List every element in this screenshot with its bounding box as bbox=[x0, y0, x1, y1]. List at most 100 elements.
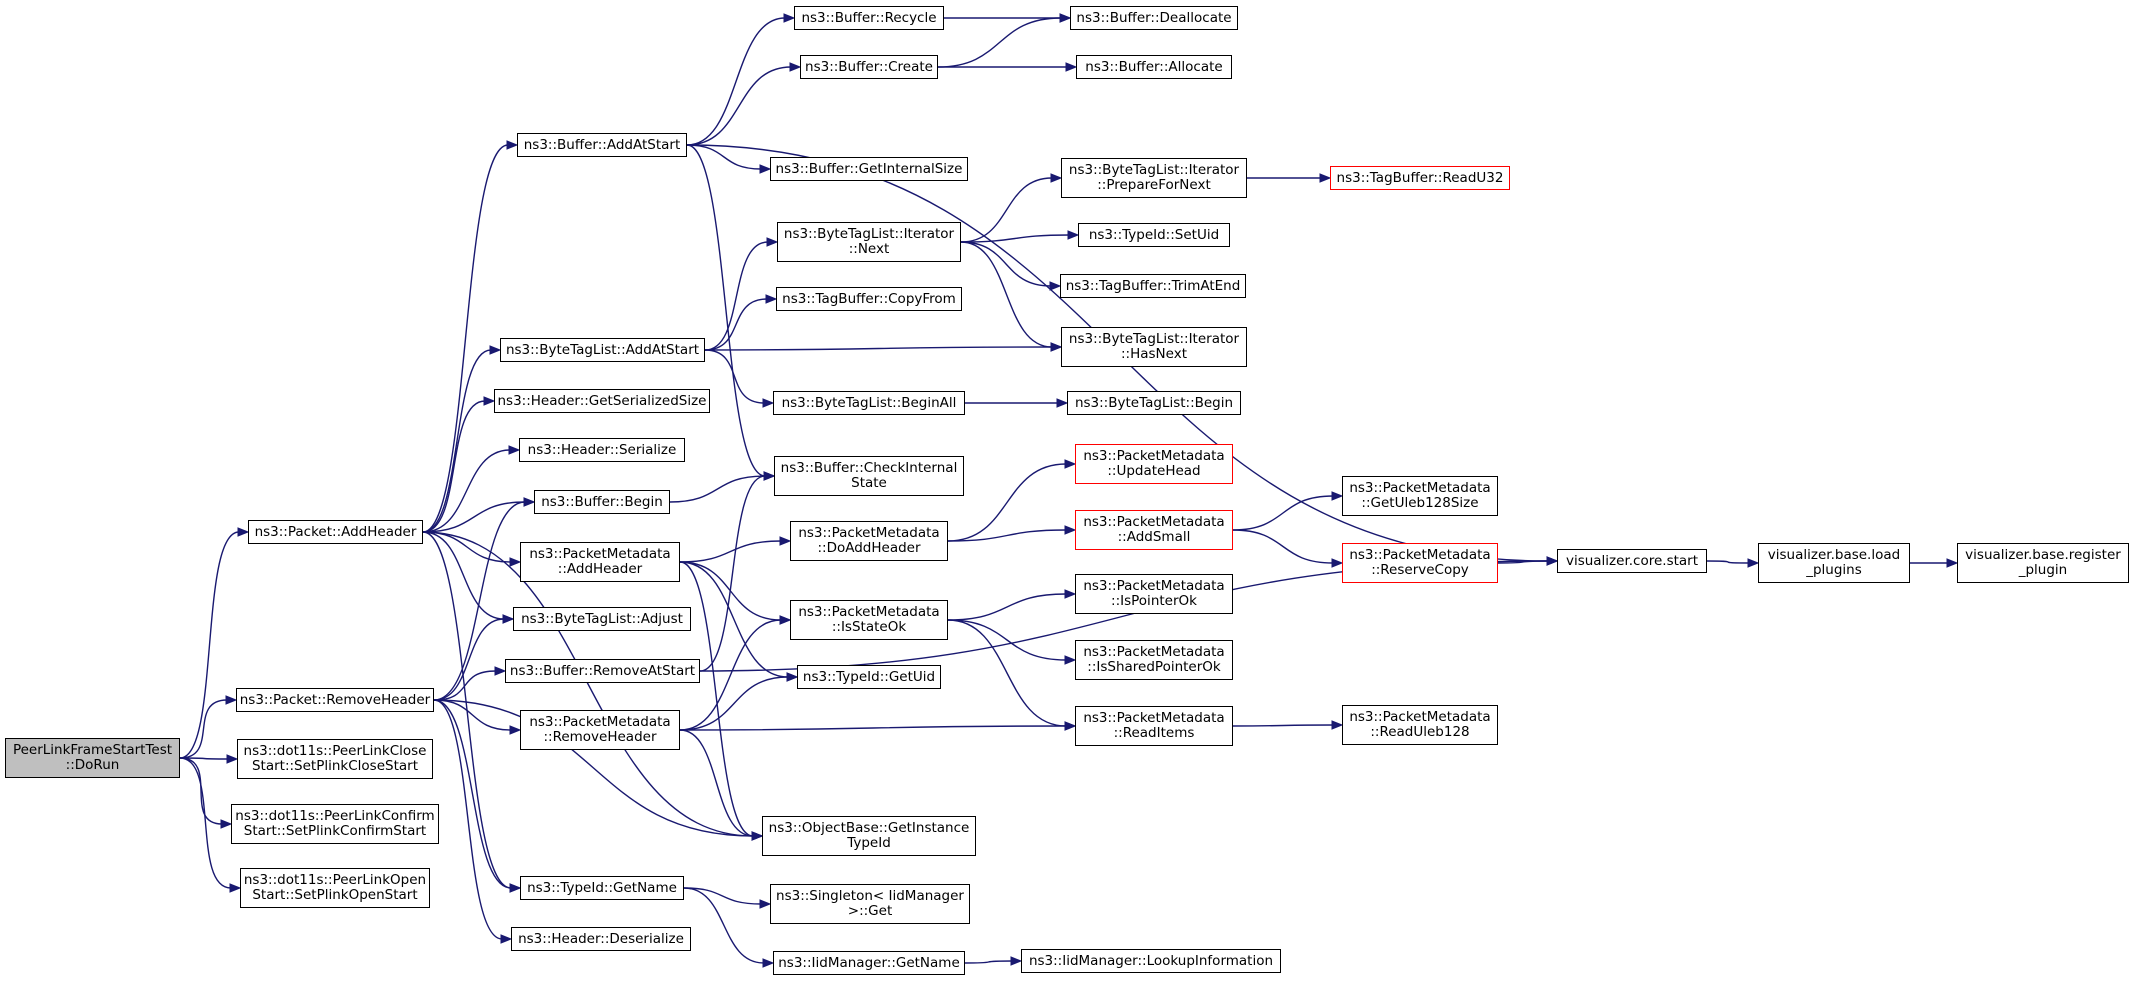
edge-arrowhead bbox=[508, 445, 521, 455]
edge-arrowhead bbox=[766, 237, 779, 247]
node-pm-readitems[interactable]: ns3::PacketMetadata ::ReadItems bbox=[1075, 706, 1233, 746]
node-btl-it-next[interactable]: ns3::ByteTagList::Iterator ::Next bbox=[777, 222, 961, 262]
edge-pk_addheader-to-buf_addatstart bbox=[422, 144, 509, 533]
edge-buf_addatstart-to-buf_recycle bbox=[686, 17, 786, 146]
edge-arrowhead bbox=[509, 557, 522, 567]
node-typeid-setuid[interactable]: ns3::TypeId::SetUid bbox=[1078, 223, 1230, 247]
edge-arrowhead bbox=[759, 899, 772, 909]
node-pm-reservecopy[interactable]: ns3::PacketMetadata ::ReserveCopy bbox=[1342, 543, 1498, 583]
edge-arrowhead bbox=[1747, 558, 1760, 568]
node-btl-it-prepare[interactable]: ns3::ByteTagList::Iterator ::PrepareForN… bbox=[1061, 158, 1247, 198]
node-pm-addheader[interactable]: ns3::PacketMetadata ::AddHeader bbox=[520, 542, 680, 582]
edge-pk_addheader-to-buf_begin bbox=[422, 501, 526, 533]
edge-arrowhead bbox=[229, 883, 242, 893]
edge-arrowhead bbox=[509, 883, 522, 893]
node-confirm[interactable]: ns3::dot11s::PeerLinkConfirm Start::SetP… bbox=[231, 804, 439, 844]
node-buf-create[interactable]: ns3::Buffer::Create bbox=[800, 55, 938, 79]
node-pm-isstateok[interactable]: ns3::PacketMetadata ::IsStateOk bbox=[790, 600, 948, 640]
edge-arrowhead bbox=[1331, 720, 1344, 730]
edge-iid_getname-to-iid_lookup bbox=[964, 960, 1013, 964]
edge-arrowhead bbox=[226, 754, 239, 764]
edge-pk_addheader-to-objbase_gettypeid bbox=[422, 531, 754, 837]
node-buf-removeatstart[interactable]: ns3::Buffer::RemoveAtStart bbox=[505, 659, 700, 683]
node-tagbuf-copyfrom[interactable]: ns3::TagBuffer::CopyFrom bbox=[776, 287, 962, 311]
node-buf-recycle[interactable]: ns3::Buffer::Recycle bbox=[794, 6, 944, 30]
node-buf-allocate[interactable]: ns3::Buffer::Allocate bbox=[1076, 55, 1232, 79]
node-open[interactable]: ns3::dot11s::PeerLinkOpen Start::SetPlin… bbox=[240, 868, 430, 908]
edge-btl_addatstart-to-btl_it_hasnext bbox=[704, 346, 1053, 351]
node-vis-core-start[interactable]: visualizer.core.start bbox=[1557, 549, 1707, 573]
edge-pm_reservecopy-to-vis_core_start bbox=[1497, 560, 1549, 564]
edge-arrowhead bbox=[1331, 558, 1344, 568]
node-pm-updatehead[interactable]: ns3::PacketMetadata ::UpdateHead bbox=[1075, 444, 1233, 484]
edge-arrowhead bbox=[786, 672, 799, 682]
edge-typeid_getname-to-iid_getname bbox=[683, 887, 765, 964]
node-buf-begin[interactable]: ns3::Buffer::Begin bbox=[534, 490, 670, 514]
node-pm-addsmall[interactable]: ns3::PacketMetadata ::AddSmall bbox=[1075, 510, 1233, 550]
edge-buf_create-to-buf_deallocate bbox=[937, 17, 1062, 68]
edge-pm_addheader-to-pm_doaddheader bbox=[679, 540, 782, 563]
node-vis-load[interactable]: visualizer.base.load _plugins bbox=[1758, 543, 1910, 583]
edge-btl_it_next-to-btl_it_prepare bbox=[960, 177, 1053, 243]
edge-root-to-open bbox=[179, 757, 232, 889]
node-pm-getuleb[interactable]: ns3::PacketMetadata ::GetUleb128Size bbox=[1342, 476, 1498, 516]
node-buf-getinternalsize[interactable]: ns3::Buffer::GetInternalSize bbox=[770, 157, 968, 181]
edge-arrowhead bbox=[763, 471, 776, 481]
node-iid-getname[interactable]: ns3::IidManager::GetName bbox=[773, 951, 965, 975]
edge-root-to-pk_removeheader bbox=[179, 699, 228, 759]
node-iid-lookup[interactable]: ns3::IidManager::LookupInformation bbox=[1021, 949, 1281, 973]
edge-pm_addheader-to-typeid_getuid bbox=[679, 561, 789, 678]
edge-arrowhead bbox=[220, 819, 233, 829]
edge-pk_removeheader-to-hdr_deserialize bbox=[433, 699, 503, 940]
edge-arrowhead bbox=[1056, 398, 1069, 408]
node-typeid-getname[interactable]: ns3::TypeId::GetName bbox=[520, 876, 684, 900]
node-btl-adjust[interactable]: ns3::ByteTagList::Adjust bbox=[513, 607, 691, 631]
edge-vis_core_start-to-vis_load bbox=[1706, 560, 1750, 564]
node-pm-ispointerok[interactable]: ns3::PacketMetadata ::IsPointerOk bbox=[1075, 574, 1233, 614]
node-pk-addheader[interactable]: ns3::Packet::AddHeader bbox=[248, 520, 423, 544]
node-pk-removeheader[interactable]: ns3::Packet::RemoveHeader bbox=[236, 688, 434, 712]
edge-btl_it_next-to-typeid_setuid bbox=[960, 234, 1070, 243]
edge-typeid_getname-to-singleton_get bbox=[683, 887, 762, 905]
node-btl-beginall[interactable]: ns3::ByteTagList::BeginAll bbox=[773, 391, 965, 415]
edge-arrowhead bbox=[502, 614, 515, 624]
edge-arrowhead bbox=[489, 345, 502, 355]
edge-arrowhead bbox=[779, 615, 792, 625]
node-buf-addatstart[interactable]: ns3::Buffer::AddAtStart bbox=[517, 133, 687, 157]
node-btl-it-hasnext[interactable]: ns3::ByteTagList::Iterator ::HasNext bbox=[1061, 327, 1247, 367]
node-btl-begin[interactable]: ns3::ByteTagList::Begin bbox=[1067, 391, 1241, 415]
node-buf-checkinternal[interactable]: ns3::Buffer::CheckInternal State bbox=[774, 456, 964, 496]
edge-buf_addatstart-to-buf_getinternalsize bbox=[686, 144, 762, 170]
edge-pm_removeheader-to-typeid_getuid bbox=[679, 676, 789, 731]
node-tagbuf-trim[interactable]: ns3::TagBuffer::TrimAtEnd bbox=[1060, 274, 1246, 298]
edge-arrowhead bbox=[237, 527, 250, 537]
edge-arrowhead bbox=[779, 536, 792, 546]
edge-pk_removeheader-to-buf_removeatstart bbox=[433, 670, 497, 701]
node-tagbuf-readu32[interactable]: ns3::TagBuffer::ReadU32 bbox=[1330, 166, 1510, 190]
node-objbase-gettypeid[interactable]: ns3::ObjectBase::GetInstance TypeId bbox=[762, 816, 976, 856]
node-vis-register[interactable]: visualizer.base.register _plugin bbox=[1957, 543, 2129, 583]
node-pm-removeheader[interactable]: ns3::PacketMetadata ::RemoveHeader bbox=[520, 710, 680, 750]
edge-arrowhead bbox=[1050, 173, 1063, 183]
node-hdr-serialize[interactable]: ns3::Header::Serialize bbox=[519, 438, 685, 462]
edge-arrowhead bbox=[1946, 558, 1959, 568]
edge-btl_addatstart-to-tagbuf_copyfrom bbox=[704, 298, 768, 351]
edge-pm_isstateok-to-pm_readitems bbox=[947, 619, 1067, 727]
node-pm-issharedok[interactable]: ns3::PacketMetadata ::IsSharedPointerOk bbox=[1075, 640, 1233, 680]
node-close[interactable]: ns3::dot11s::PeerLinkClose Start::SetPli… bbox=[237, 739, 433, 779]
edge-arrowhead bbox=[1064, 459, 1077, 469]
node-pm-doaddheader[interactable]: ns3::PacketMetadata ::DoAddHeader bbox=[790, 521, 948, 561]
node-pm-readuleb[interactable]: ns3::PacketMetadata ::ReadUleb128 bbox=[1342, 705, 1498, 745]
node-hdr-getsize[interactable]: ns3::Header::GetSerializedSize bbox=[494, 389, 710, 413]
edge-pm_doaddheader-to-pm_updatehead bbox=[947, 463, 1067, 542]
edge-arrowhead bbox=[789, 62, 802, 72]
node-buf-deallocate[interactable]: ns3::Buffer::Deallocate bbox=[1070, 6, 1238, 30]
node-hdr-deserialize[interactable]: ns3::Header::Deserialize bbox=[511, 927, 691, 951]
edge-arrowhead bbox=[762, 398, 775, 408]
node-singleton-get[interactable]: ns3::Singleton< IidManager >::Get bbox=[770, 884, 970, 924]
node-btl-addatstart[interactable]: ns3::ByteTagList::AddAtStart bbox=[500, 338, 705, 362]
node-typeid-getuid[interactable]: ns3::TypeId::GetUid bbox=[797, 665, 941, 689]
edge-pm_readitems-to-pm_readuleb bbox=[1232, 724, 1334, 727]
